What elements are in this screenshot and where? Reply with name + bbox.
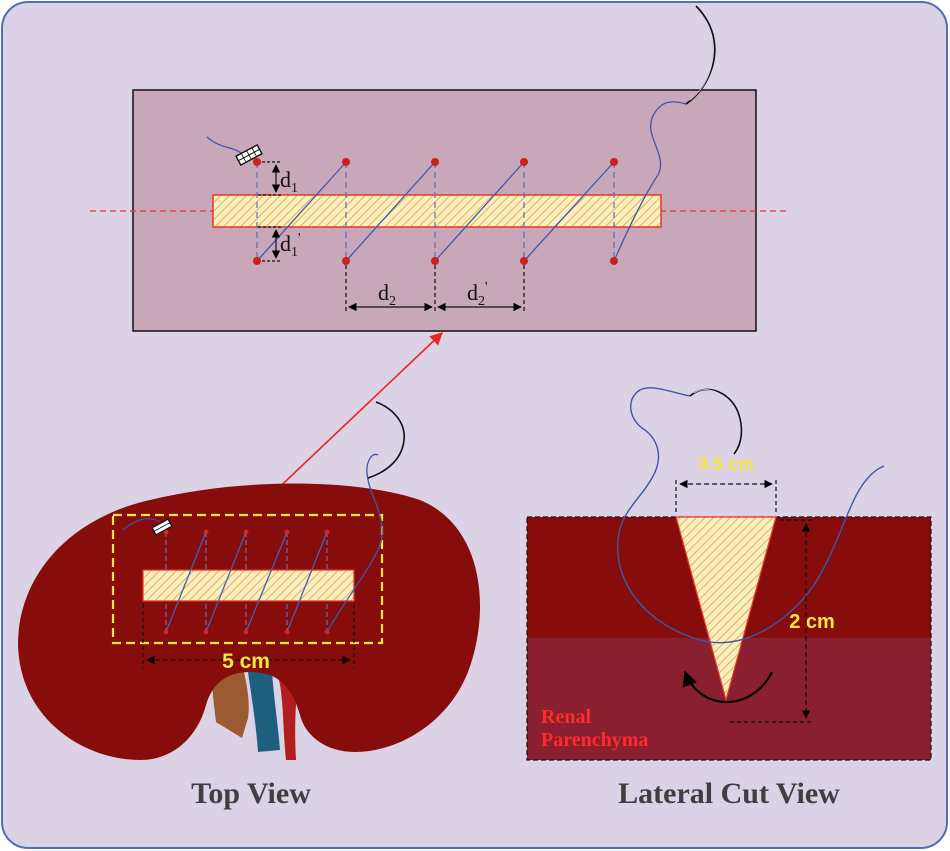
d2-label: d2: [378, 280, 396, 309]
top-view-suture-exit: [326, 453, 383, 633]
top-view-incision: [142, 569, 355, 602]
zoom-suture-exit: [613, 101, 687, 262]
lateral-view-caption: Lateral Cut View: [618, 777, 840, 810]
depth-dimension: [730, 519, 812, 723]
top-view: 5 cm Top View: [18, 401, 481, 810]
zoom-detail-panel: d1 d1' d2 d2': [90, 5, 790, 332]
lateral-needle-shine: [693, 389, 735, 413]
top-view-suture-clip: [151, 518, 173, 536]
d1-prime-dimension: [258, 226, 282, 262]
depth-label: 2 cm: [789, 611, 835, 633]
d1-prime-label: d1': [280, 231, 301, 260]
zoom-suture-diagonals: [256, 161, 615, 262]
d1-label: d1: [280, 167, 298, 196]
d2-prime-label: d2': [467, 280, 488, 309]
tissue-label-line2: Parenchyma: [541, 729, 648, 751]
top-view-suture-tail: [122, 518, 161, 531]
zoom-suture-clip: [235, 144, 263, 166]
wedge-cut: [675, 516, 777, 703]
top-view-suture-diagonals: [165, 531, 328, 633]
top-view-caption: Top View: [191, 777, 311, 810]
lateral-suture-thread-upper: [630, 387, 691, 479]
length-label: 5 cm: [222, 650, 270, 673]
length-dimension: [142, 604, 355, 668]
renal-vein: [248, 672, 280, 752]
d2-dimension: [345, 265, 525, 312]
top-view-zoom-area: [111, 513, 384, 645]
lateral-suture-thread: [617, 465, 885, 644]
rotation-arrow: [682, 670, 773, 704]
top-view-needle: [367, 401, 405, 479]
tissue-label-line1: Renal: [541, 706, 591, 728]
zoom-needle-shine: [689, 39, 714, 101]
zoom-incision: [212, 194, 662, 228]
width-dimension: [675, 479, 777, 514]
width-label: 0.5 cm: [698, 454, 754, 474]
kidney-body: [18, 483, 481, 760]
zoom-suture-guides: [256, 162, 615, 261]
top-view-needle-shine: [371, 439, 402, 475]
top-view-puncture-points: [163, 529, 330, 635]
d1-dimension: [258, 161, 282, 196]
zoom-puncture-points: [253, 158, 618, 265]
renal-pelvis: [212, 672, 249, 738]
